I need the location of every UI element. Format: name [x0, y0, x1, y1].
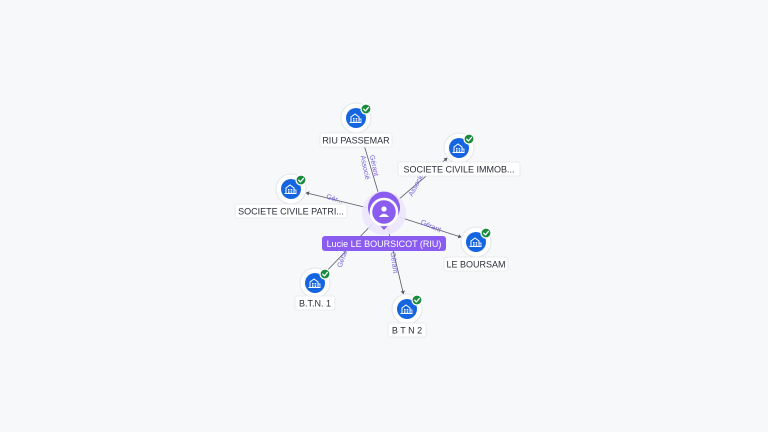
center-label-background [322, 236, 446, 251]
center-node-name: Lucie LE BOURSICOT (RIU) [327, 239, 442, 249]
company-node-societe-civile-immob[interactable]: SOCIETE CIVILE IMMOB... [397, 132, 521, 177]
center-node-circle [369, 197, 399, 227]
company-node-btn-2[interactable]: B T N 2 [387, 293, 427, 338]
company-node-btn-1[interactable]: B.T.N. 1 [294, 267, 336, 311]
edge-arrowhead [443, 157, 448, 162]
edge-arrowhead [305, 191, 310, 196]
building-icon [452, 143, 465, 153]
node-label-background [387, 322, 427, 338]
node-label: SOCIETE CIVILE IMMOB... [403, 165, 514, 175]
edge-role-label: Associé [408, 173, 426, 198]
node-label-background [397, 161, 521, 177]
edge-role-label: Gérant [368, 154, 379, 176]
company-node-le-boursam[interactable]: LE BOURSAM [443, 226, 509, 272]
edge-arrowhead [400, 290, 405, 295]
center-person-node[interactable]: Lucie LE BOURSICOT (RIU) [322, 191, 446, 251]
node-label: B.T.N. 1 [299, 299, 331, 309]
building-icon [349, 113, 362, 123]
verified-check-icon [463, 133, 475, 145]
edge-societe-civile-patri[interactable]: Gér... [305, 191, 369, 209]
node-label: RIU PASSEMAR [322, 136, 390, 146]
node-label: SOCIETE CIVILE PATRI... [238, 207, 344, 217]
company-node-riu-passemar[interactable]: RIU PASSEMAR [319, 102, 393, 148]
node-label: LE BOURSAM [446, 260, 505, 270]
verified-check-icon [480, 227, 492, 239]
edge-line [305, 192, 369, 209]
person-icon [379, 206, 389, 217]
edge-role-label: Gérant [389, 252, 399, 274]
edge-arrowhead [457, 234, 462, 239]
verified-check-icon [411, 294, 423, 306]
edge-le-boursam[interactable]: Gérant [399, 216, 462, 239]
node-label-background [234, 203, 348, 219]
node-label: B T N 2 [392, 326, 422, 336]
building-icon [469, 237, 482, 247]
verified-check-icon [319, 268, 331, 280]
edge-role-label: Gér... [325, 194, 343, 206]
verified-check-icon [295, 174, 307, 186]
company-node-societe-civile-patri[interactable]: SOCIETE CIVILE PATRI... [234, 173, 348, 219]
nodes-layer: RIU PASSEMAR SOCIETE CIVILE IMMOB... SOCIE… [234, 102, 521, 338]
node-label-background [443, 256, 509, 272]
edge-role-label: Associé [358, 155, 370, 181]
node-label-background [294, 295, 336, 311]
building-icon [308, 278, 321, 288]
verified-check-icon [360, 103, 372, 115]
building-icon [284, 184, 297, 194]
edge-line [399, 216, 462, 238]
building-icon [400, 304, 413, 314]
node-label-background [319, 132, 393, 148]
edge-role-label: Gérant [419, 219, 441, 234]
